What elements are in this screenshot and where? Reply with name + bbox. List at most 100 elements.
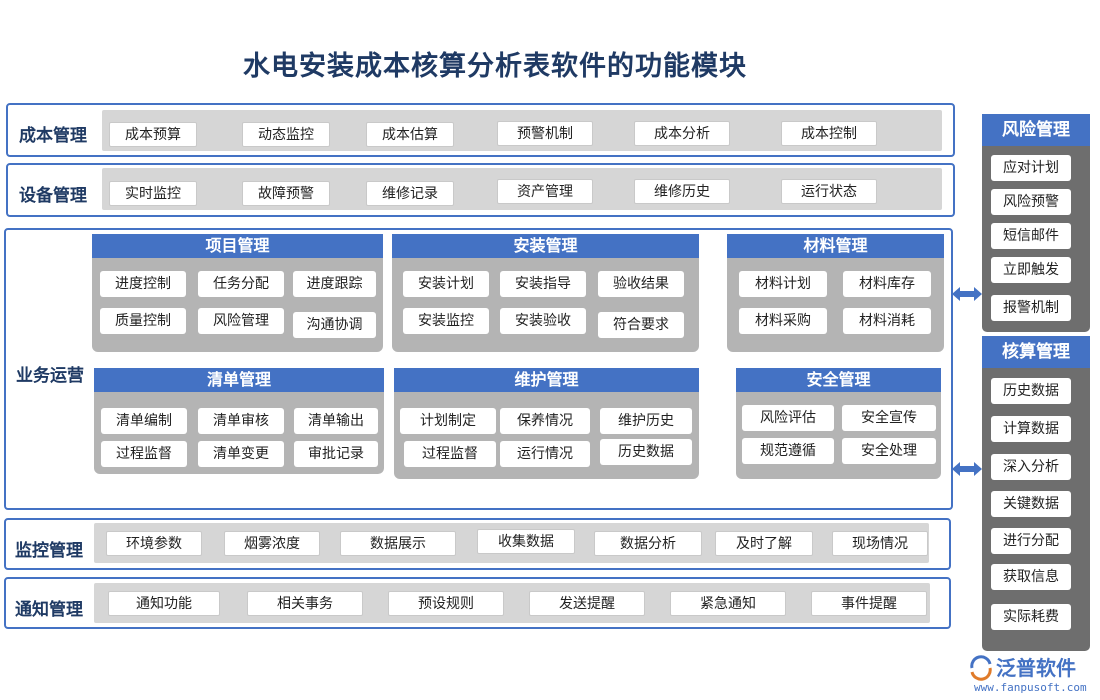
bidirectional-arrow-icon bbox=[952, 462, 982, 476]
maintain-item: 保养情况 bbox=[500, 408, 590, 434]
cost-management-label: 成本管理 bbox=[19, 126, 87, 146]
brand-logo: 泛普软件 www.fanpusoft.com bbox=[968, 655, 1096, 697]
notify-item: 紧急通知 bbox=[670, 591, 786, 616]
fanpu-logo-icon bbox=[970, 655, 992, 681]
risk-management-panel: 风险管理 应对计划 风险预警 短信邮件 立即触发 报警机制 bbox=[982, 114, 1090, 332]
monitor-item: 烟雾浓度 bbox=[224, 531, 320, 556]
risk-item: 报警机制 bbox=[991, 295, 1071, 321]
safety-management-header: 安全管理 bbox=[736, 368, 941, 392]
bidirectional-arrow-icon bbox=[952, 287, 982, 301]
monitoring-management-row: 监控管理 环境参数 烟雾浓度 数据展示 收集数据 数据分析 及时了解 现场情况 bbox=[4, 518, 951, 570]
equipment-item: 维修历史 bbox=[634, 179, 730, 204]
list-item: 过程监督 bbox=[101, 441, 187, 467]
logo-url: www.fanpusoft.com bbox=[974, 681, 1087, 694]
risk-item: 应对计划 bbox=[991, 155, 1071, 181]
install-item: 符合要求 bbox=[598, 312, 684, 338]
monitor-item: 数据分析 bbox=[594, 531, 702, 556]
cost-item: 成本分析 bbox=[634, 121, 730, 146]
equipment-item: 运行状态 bbox=[781, 179, 877, 204]
cost-item: 成本估算 bbox=[366, 122, 454, 147]
material-management-header: 材料管理 bbox=[727, 234, 944, 258]
install-item: 安装验收 bbox=[500, 308, 586, 334]
material-item: 材料消耗 bbox=[843, 308, 931, 334]
cost-item: 动态监控 bbox=[242, 122, 330, 147]
accounting-management-header: 核算管理 bbox=[982, 336, 1090, 368]
equipment-item: 实时监控 bbox=[109, 181, 197, 206]
cost-item: 预警机制 bbox=[497, 121, 593, 146]
install-item: 安装指导 bbox=[500, 271, 586, 297]
notify-item: 事件提醒 bbox=[811, 591, 927, 616]
equipment-management-label: 设备管理 bbox=[19, 186, 87, 206]
business-operations-label: 业务运营 bbox=[16, 366, 84, 386]
material-item: 材料库存 bbox=[843, 271, 931, 297]
project-management-header: 项目管理 bbox=[92, 234, 383, 258]
logo-name: 泛普软件 bbox=[996, 656, 1076, 680]
notification-management-label: 通知管理 bbox=[15, 600, 83, 620]
page-title: 水电安装成本核算分析表软件的功能模块 bbox=[243, 51, 747, 82]
install-item: 安装监控 bbox=[403, 308, 489, 334]
project-item: 质量控制 bbox=[100, 308, 186, 334]
accounting-item: 关键数据 bbox=[991, 491, 1071, 517]
project-item: 进度跟踪 bbox=[293, 271, 376, 297]
risk-item: 短信邮件 bbox=[991, 223, 1071, 249]
risk-item: 风险预警 bbox=[991, 189, 1071, 215]
notify-item: 相关事务 bbox=[247, 591, 363, 616]
list-item: 清单编制 bbox=[101, 408, 187, 434]
maintain-item: 计划制定 bbox=[400, 408, 496, 434]
monitor-item: 及时了解 bbox=[715, 531, 813, 556]
monitoring-items-bar: 环境参数 烟雾浓度 数据展示 收集数据 数据分析 及时了解 现场情况 bbox=[94, 523, 929, 563]
install-item: 安装计划 bbox=[403, 271, 489, 297]
maintenance-management-header: 维护管理 bbox=[394, 368, 699, 392]
accounting-management-panel: 核算管理 历史数据 计算数据 深入分析 关键数据 进行分配 获取信息 实际耗费 bbox=[982, 336, 1090, 651]
project-item: 风险管理 bbox=[198, 308, 284, 334]
list-item: 清单审核 bbox=[198, 408, 284, 434]
equipment-item: 维修记录 bbox=[366, 181, 454, 206]
business-operations-box: 业务运营 项目管理 进度控制 任务分配 进度跟踪 质量控制 风险管理 沟通协调 … bbox=[4, 228, 953, 510]
list-item: 审批记录 bbox=[294, 441, 378, 467]
cost-items-bar: 成本预算 动态监控 成本估算 预警机制 成本分析 成本控制 bbox=[102, 110, 942, 151]
safety-item: 安全处理 bbox=[842, 438, 936, 464]
project-item: 沟通协调 bbox=[293, 312, 376, 338]
safety-item: 规范遵循 bbox=[742, 438, 834, 464]
equipment-item: 故障预警 bbox=[242, 181, 330, 206]
monitor-item: 收集数据 bbox=[477, 529, 575, 554]
notification-items-bar: 通知功能 相关事务 预设规则 发送提醒 紧急通知 事件提醒 bbox=[94, 583, 930, 623]
notification-management-row: 通知管理 通知功能 相关事务 预设规则 发送提醒 紧急通知 事件提醒 bbox=[4, 577, 951, 629]
accounting-item: 实际耗费 bbox=[991, 604, 1071, 630]
monitor-item: 环境参数 bbox=[106, 531, 202, 556]
maintain-item: 过程监督 bbox=[404, 441, 496, 467]
equipment-items-bar: 实时监控 故障预警 维修记录 资产管理 维修历史 运行状态 bbox=[102, 168, 942, 210]
safety-item: 安全宣传 bbox=[842, 405, 936, 431]
cost-item: 成本预算 bbox=[109, 122, 197, 147]
material-management-panel: 材料管理 材料计划 材料库存 材料采购 材料消耗 bbox=[727, 234, 944, 352]
notify-item: 发送提醒 bbox=[529, 591, 645, 616]
material-item: 材料采购 bbox=[739, 308, 827, 334]
monitoring-management-label: 监控管理 bbox=[15, 541, 83, 561]
safety-item: 风险评估 bbox=[742, 405, 834, 431]
accounting-item: 获取信息 bbox=[991, 564, 1071, 590]
accounting-item: 进行分配 bbox=[991, 528, 1071, 554]
accounting-item: 深入分析 bbox=[991, 454, 1071, 480]
maintenance-management-panel: 维护管理 计划制定 保养情况 维护历史 过程监督 运行情况 历史数据 bbox=[394, 368, 699, 479]
project-item: 进度控制 bbox=[100, 271, 186, 297]
accounting-item: 计算数据 bbox=[991, 416, 1071, 442]
material-item: 材料计划 bbox=[739, 271, 827, 297]
cost-management-row: 成本管理 成本预算 动态监控 成本估算 预警机制 成本分析 成本控制 bbox=[6, 103, 955, 157]
monitor-item: 现场情况 bbox=[832, 531, 928, 556]
project-management-panel: 项目管理 进度控制 任务分配 进度跟踪 质量控制 风险管理 沟通协调 bbox=[92, 234, 383, 352]
equipment-item: 资产管理 bbox=[497, 179, 593, 204]
maintain-item: 维护历史 bbox=[600, 408, 692, 434]
cost-item: 成本控制 bbox=[781, 121, 877, 146]
list-item: 清单变更 bbox=[198, 441, 284, 467]
list-management-header: 清单管理 bbox=[94, 368, 384, 392]
list-management-panel: 清单管理 清单编制 清单审核 清单输出 过程监督 清单变更 审批记录 bbox=[94, 368, 384, 474]
installation-management-panel: 安装管理 安装计划 安装指导 验收结果 安装监控 安装验收 符合要求 bbox=[392, 234, 699, 352]
accounting-item: 历史数据 bbox=[991, 378, 1071, 404]
notify-item: 预设规则 bbox=[388, 591, 504, 616]
install-item: 验收结果 bbox=[598, 271, 684, 297]
notify-item: 通知功能 bbox=[108, 591, 220, 616]
safety-management-panel: 安全管理 风险评估 安全宣传 规范遵循 安全处理 bbox=[736, 368, 941, 479]
risk-item: 立即触发 bbox=[991, 257, 1071, 283]
equipment-management-row: 设备管理 实时监控 故障预警 维修记录 资产管理 维修历史 运行状态 bbox=[6, 163, 955, 217]
maintain-item: 运行情况 bbox=[500, 441, 590, 467]
